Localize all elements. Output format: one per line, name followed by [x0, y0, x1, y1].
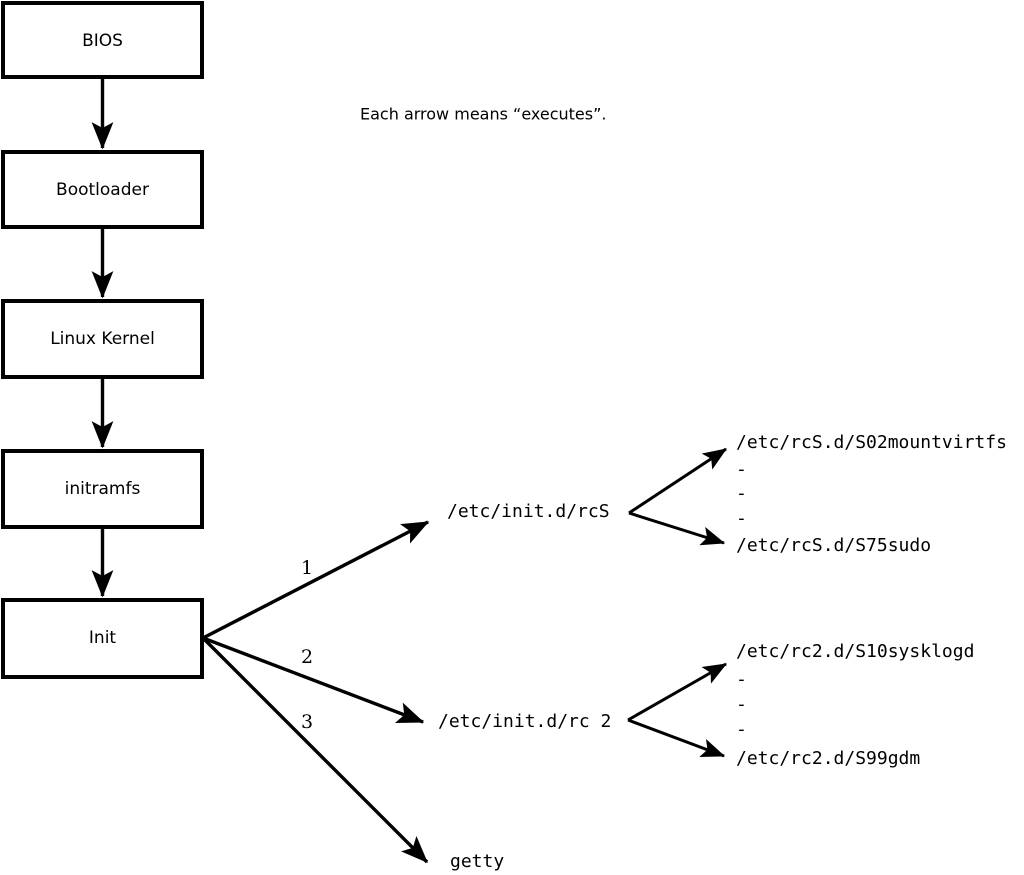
branch-number-1: 1 [301, 557, 313, 579]
target-rc2-label: /etc/init.d/rc 2 [438, 711, 611, 732]
rcs-ellipsis-dash-1: - [736, 459, 747, 480]
diagram-caption: Each arrow means “executes”. [360, 105, 606, 124]
arrow-rcs-to-last-script [628, 511, 726, 546]
arrow-init-to-getty [201, 636, 429, 864]
node-bootloader: Bootloader [1, 150, 204, 229]
rc2-script-last: /etc/rc2.d/S99gdm [736, 748, 920, 769]
rcs-script-first: /etc/rcS.d/S02mountvirtfs [736, 432, 1007, 453]
linux-kernel-label: Linux Kernel [50, 329, 155, 349]
branch-number-3: 3 [301, 711, 313, 733]
rc2-ellipsis-dash-2: - [736, 694, 747, 715]
linux-kernel-box [1, 299, 204, 379]
node-linux-kernel: Linux Kernel [1, 299, 204, 379]
bootloader-label: Bootloader [56, 180, 149, 200]
node-initramfs: initramfs [1, 449, 204, 529]
arrow-rc2-to-first-script [627, 662, 728, 722]
rcs-script-last: /etc/rcS.d/S75sudo [736, 535, 931, 556]
branch-number-2: 2 [301, 646, 313, 668]
arrow-rcs-to-first-script [628, 447, 728, 515]
rc2-ellipsis-dash-3: - [736, 719, 747, 740]
bios-label: BIOS [82, 31, 123, 51]
init-box [1, 598, 204, 679]
bios-box [1, 1, 204, 79]
arrow-rc2-to-last-script [627, 718, 726, 758]
rc2-ellipsis-dash-1: - [736, 669, 747, 690]
bootloader-box [1, 150, 204, 229]
init-label: Init [89, 628, 117, 648]
arrow-init-to-rcs [202, 520, 430, 640]
target-rcs-label: /etc/init.d/rcS [447, 501, 610, 522]
rcs-ellipsis-dash-2: - [736, 483, 747, 504]
target-getty-label: getty [450, 851, 504, 872]
node-init: Init [1, 598, 204, 679]
rc2-script-first: /etc/rc2.d/S10sysklogd [736, 641, 974, 662]
node-bios: BIOS [1, 1, 204, 79]
arrow-init-to-rc2 [202, 636, 425, 724]
rcs-ellipsis-dash-3: - [736, 508, 747, 529]
initramfs-label: initramfs [65, 479, 141, 499]
